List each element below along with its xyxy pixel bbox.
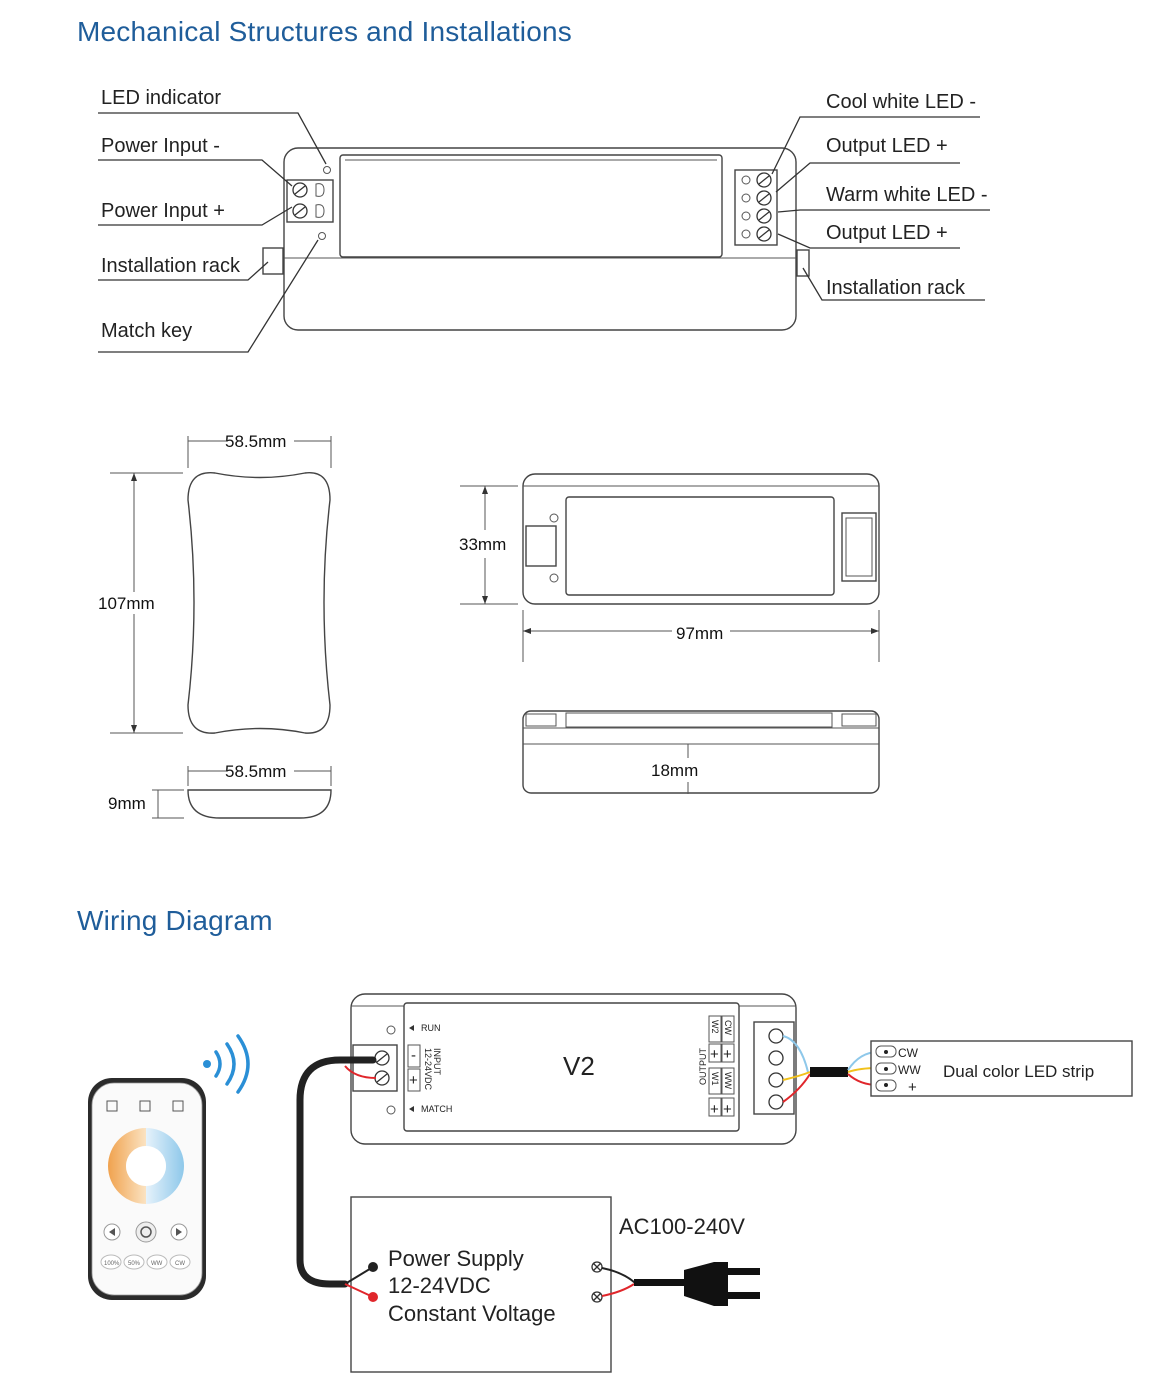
psu-line3: Constant Voltage bbox=[388, 1301, 556, 1326]
dim-receiver-thickness: 18mm bbox=[651, 761, 698, 780]
power-supply bbox=[350, 1196, 612, 1373]
controller-model: V2 bbox=[563, 1051, 595, 1081]
wiring-section-title: Wiring Diagram bbox=[77, 905, 273, 936]
remote-btn-ww: WW bbox=[151, 1261, 163, 1267]
led-strip bbox=[870, 1040, 1133, 1097]
remote-btn-100: 100% bbox=[104, 1261, 120, 1267]
right-callout-lines bbox=[771, 116, 990, 301]
w2-label: W2 bbox=[710, 1020, 720, 1034]
remote-side-outline bbox=[152, 766, 332, 819]
receiver-front-outline bbox=[522, 473, 880, 605]
match-label: MATCH bbox=[421, 1104, 452, 1114]
callout-warm-white-led-minus: Warm white LED - bbox=[826, 184, 988, 206]
remote-zone-icons bbox=[106, 1100, 184, 1112]
callout-power-input-minus: Power Input - bbox=[101, 135, 220, 157]
dim-remote-width: 58.5mm bbox=[225, 432, 286, 451]
remote-dimension-lines bbox=[110, 436, 332, 734]
plus-label-3: + bbox=[710, 1101, 719, 1118]
remote-btn-50: 50% bbox=[128, 1261, 141, 1267]
plus-label-4: + bbox=[723, 1101, 732, 1118]
plus-label-2: + bbox=[723, 1046, 732, 1063]
input-label: INPUT bbox=[432, 1048, 442, 1076]
dc-wires bbox=[296, 1056, 377, 1298]
receiver-dimension-lines bbox=[460, 485, 880, 662]
output-wires bbox=[782, 1035, 879, 1103]
remote-preset-buttons bbox=[100, 1254, 191, 1270]
v2-controller bbox=[350, 993, 797, 1145]
callout-output-led-plus-1: Output LED + bbox=[826, 135, 948, 157]
w1-label: W1 bbox=[710, 1072, 720, 1086]
dim-remote-height: 107mm bbox=[98, 594, 155, 613]
callout-installation-rack-right: Installation rack bbox=[826, 277, 966, 299]
cw-label: CW bbox=[723, 1020, 733, 1035]
plus-label-1: + bbox=[710, 1046, 719, 1063]
ww-label: WW bbox=[723, 1072, 733, 1089]
strip-plus-label: + bbox=[908, 1079, 917, 1096]
output-label: OUTPUT bbox=[698, 1048, 708, 1086]
dim-remote-depth-width: 58.5mm bbox=[225, 762, 286, 781]
callout-power-input-plus: Power Input + bbox=[101, 200, 225, 222]
input-voltage: 12-24VDC bbox=[423, 1048, 433, 1091]
wireless-signal-icon bbox=[203, 1034, 250, 1094]
dim-receiver-length: 97mm bbox=[676, 624, 723, 643]
callout-cool-white-led-minus: Cool white LED - bbox=[826, 91, 976, 113]
strip-ww-label: WW bbox=[898, 1063, 921, 1077]
dim-receiver-height: 33mm bbox=[459, 535, 506, 554]
ac-plug-icon bbox=[601, 1262, 760, 1306]
callout-led-indicator: LED indicator bbox=[101, 87, 221, 109]
remote-btn-cw: CW bbox=[175, 1261, 185, 1267]
remote-control bbox=[88, 1078, 206, 1300]
input-minus: - bbox=[411, 1047, 416, 1064]
strip-label: Dual color LED strip bbox=[943, 1062, 1094, 1081]
strip-cw-label: CW bbox=[898, 1046, 919, 1060]
left-callout-lines bbox=[98, 112, 327, 353]
ac-voltage-label: AC100-240V bbox=[619, 1214, 745, 1239]
receiver-side-outline bbox=[522, 710, 880, 794]
callout-output-led-plus-2: Output LED + bbox=[826, 222, 948, 244]
psu-line2: 12-24VDC bbox=[388, 1273, 491, 1298]
callout-match-key: Match key bbox=[101, 320, 192, 342]
psu-line1: Power Supply bbox=[388, 1246, 524, 1271]
receiver-top-view bbox=[262, 147, 810, 331]
remote-color-wheel bbox=[108, 1128, 184, 1204]
run-label: RUN bbox=[421, 1023, 441, 1033]
dim-remote-thickness: 9mm bbox=[108, 794, 146, 813]
callout-installation-rack-left: Installation rack bbox=[101, 255, 241, 277]
input-plus: + bbox=[409, 1072, 418, 1089]
mechanical-section-title: Mechanical Structures and Installations bbox=[77, 16, 572, 47]
remote-front-outline bbox=[187, 472, 331, 734]
